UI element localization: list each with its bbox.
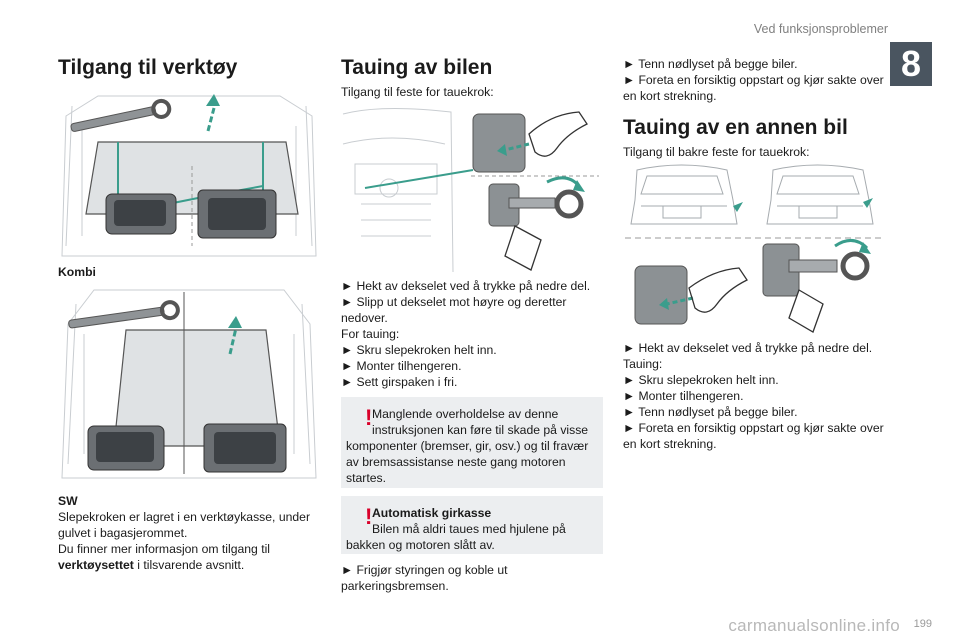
step-line: ► Slipp ut dekselet mot høyre og derette…: [341, 295, 567, 309]
body-line: gulvet i bagasjerommet.: [58, 526, 188, 540]
step-line: ► Monter tilhengeren.: [341, 359, 462, 373]
body-line-last: verktøysettet i tilsvarende avsnitt.: [58, 557, 310, 573]
step-line: ► Tenn nødlyset på begge biler.: [623, 405, 798, 419]
step-line: ► Foreta en forsiktig oppstart og kjør s…: [623, 73, 884, 87]
body-line: Du finner mer informasjon om tilgang til: [58, 542, 271, 556]
illustration-rear-towing: [623, 160, 885, 336]
step-line: en kort strekning.: [623, 89, 717, 103]
other-towing-intro: Tilgang til bakre feste for tauekrok:: [623, 145, 810, 159]
warning-line: startes.: [346, 471, 386, 485]
warning-title: Automatisk girkasse: [372, 506, 492, 520]
title-towing-other-vehicle: Tauing av en annen bil: [623, 116, 848, 139]
towing-intro: Tilgang til feste for tauekrok:: [341, 85, 494, 99]
illustration-front-towing: [341, 104, 603, 272]
towing-steps: ► Hekt av dekselet ved å trykke på nedre…: [341, 278, 590, 390]
step-line: ► Monter tilhengeren.: [623, 389, 744, 403]
title-towing-vehicle: Tauing av bilen: [341, 56, 493, 79]
step-line: ► Skru slepekroken helt inn.: [623, 373, 779, 387]
warning-line: komponenter (bremser, gir, osv.) og til …: [346, 439, 589, 453]
step-line: nedover.: [341, 311, 388, 325]
step-line: For tauing:: [341, 327, 400, 341]
illustration-kombi-trunk: [58, 86, 320, 262]
step-line: ► Tenn nødlyset på begge biler.: [623, 57, 798, 71]
final-steps: ► Frigjør styringen og koble ut parkerin…: [341, 562, 508, 594]
other-towing-steps: ► Hekt av dekselet ved å trykke på nedre…: [623, 340, 884, 452]
warning-box-damage: ! Manglende overholdelse av denne instru…: [341, 397, 603, 488]
body-line-rest: i tilsvarende avsnitt.: [133, 558, 245, 572]
warning-line: bakken og motoren slått av.: [346, 538, 495, 552]
page-number: 199: [913, 618, 932, 630]
step-line: ► Hekt av dekselet ved å trykke på nedre…: [341, 279, 591, 293]
step-line: ► Hekt av dekselet ved å trykke på nedre…: [623, 341, 873, 355]
body-line: Slepekroken er lagret i en verktøykasse,…: [58, 510, 310, 524]
step-line: ► Frigjør styringen og koble ut: [341, 563, 508, 577]
step-line: parkeringsbremsen.: [341, 579, 449, 593]
warning-line: Manglende overholdelse av denne: [372, 407, 559, 421]
warning-line: Bilen må aldri taues med hjulene på: [372, 522, 566, 536]
warning-box-automatic: ! Automatisk girkasse Bilen må aldri tau…: [341, 496, 603, 554]
section-header: Ved funksjonsproblemer: [753, 22, 888, 36]
caption-kombi: Kombi: [58, 265, 96, 279]
step-line: en kort strekning.: [623, 437, 717, 451]
chapter-number: 8: [890, 42, 932, 86]
watermark: carmanualsonline.info: [728, 616, 900, 635]
warning-line: instruksjonen kan føre til skade på viss…: [372, 423, 589, 437]
caption-sw: SW: [58, 494, 78, 508]
warning-exclamation-icon: !: [365, 504, 373, 529]
step-line: ► Sett girspaken i fri.: [341, 375, 458, 389]
bold-term-toolkit: verktøysettet: [58, 558, 134, 572]
warning-exclamation-icon: !: [365, 405, 373, 430]
step-line: ► Skru slepekroken helt inn.: [341, 343, 497, 357]
top-steps: ► Tenn nødlyset på begge biler. ► Foreta…: [623, 56, 884, 104]
title-tool-access: Tilgang til verktøy: [58, 56, 238, 79]
sw-section: SW Slepekroken er lagret i en verktøykas…: [58, 493, 310, 573]
step-line: Tauing:: [623, 357, 663, 371]
illustration-sw-trunk: [58, 284, 320, 484]
warning-line: av bremsassistanse neste gang motoren: [346, 455, 566, 469]
step-line: ► Foreta en forsiktig oppstart og kjør s…: [623, 421, 884, 435]
